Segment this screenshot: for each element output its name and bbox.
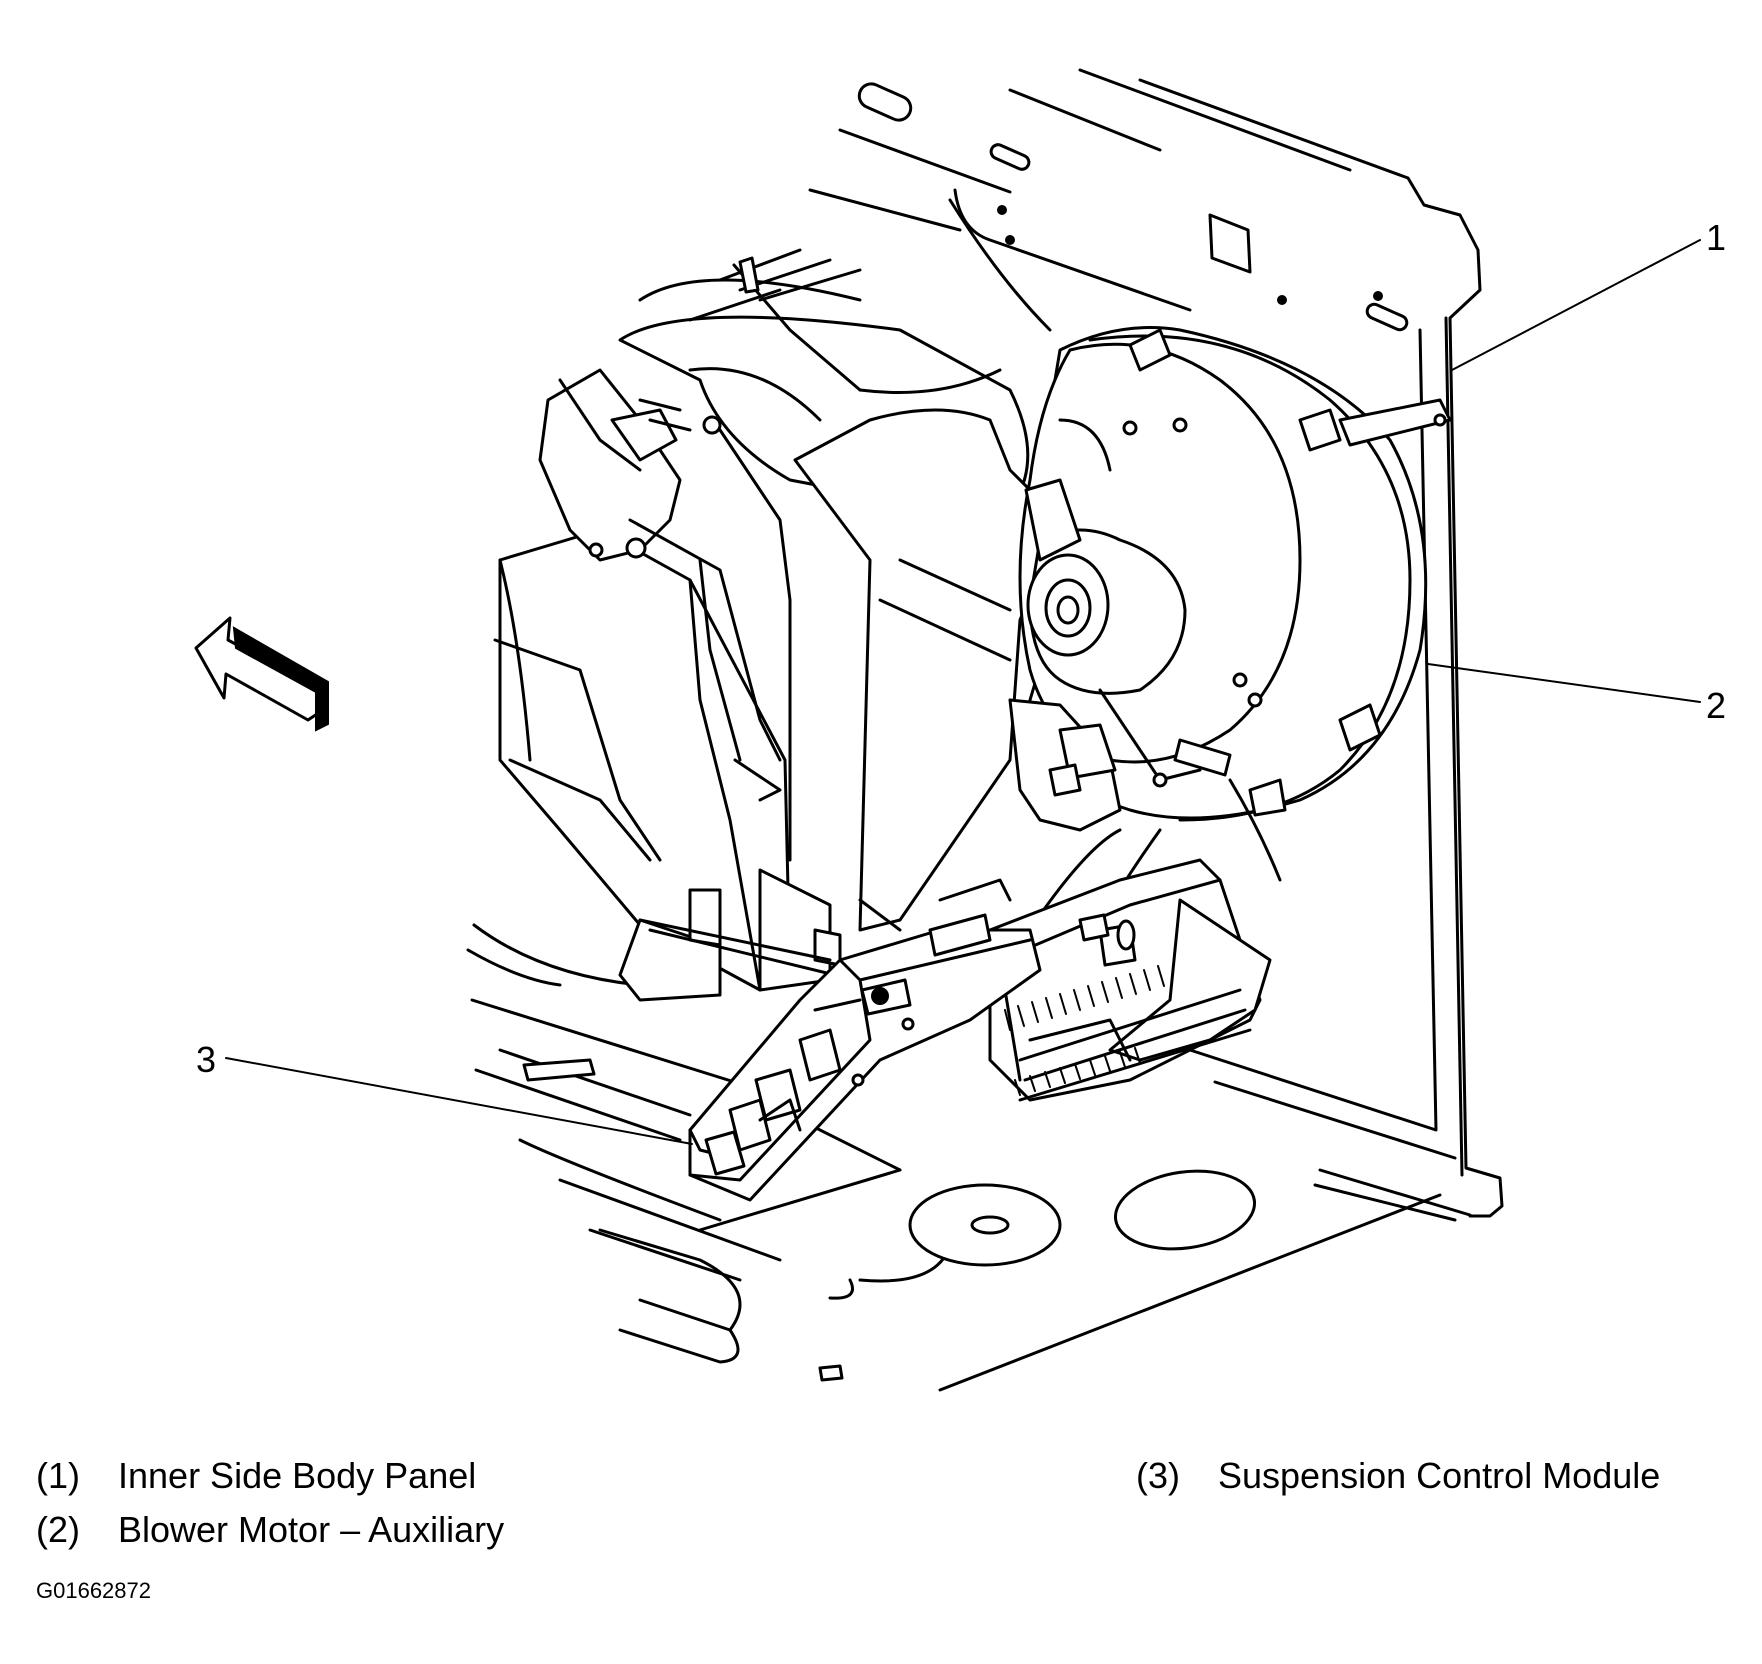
callout-labels: 1 2 3 [196, 217, 1726, 1080]
legend-item-3: (3) Suspension Control Module [1136, 1458, 1660, 1494]
legend-item-3-label: Suspension Control Module [1218, 1455, 1661, 1496]
leader-lines [226, 240, 1700, 1144]
callout-2: 2 [1706, 685, 1726, 726]
blower-motor-auxiliary [1010, 328, 1450, 961]
legend-item-2: (2) Blower Motor – Auxiliary [36, 1512, 504, 1548]
callout-1: 1 [1706, 217, 1726, 258]
component-location-illustration: 1 2 3 [0, 0, 1726, 1400]
callout-3: 3 [196, 1039, 216, 1080]
forward-direction-arrow-icon [196, 618, 328, 730]
leader-line-1 [1452, 240, 1700, 370]
legend-item-3-number: (3) [1136, 1455, 1180, 1496]
leader-line-2 [1428, 664, 1700, 702]
legend-item-1-label: Inner Side Body Panel [118, 1455, 477, 1496]
legend-item-1: (1) Inner Side Body Panel [36, 1458, 476, 1494]
hvac-module-housing [495, 250, 1060, 1000]
figure-id: G01662872 [36, 1578, 151, 1603]
leader-line-3 [226, 1058, 692, 1144]
legend-item-2-label: Blower Motor – Auxiliary [118, 1509, 505, 1550]
suspension-control-module [690, 860, 1270, 1200]
legend-item-2-number: (2) [36, 1509, 80, 1550]
legend-item-1-number: (1) [36, 1455, 80, 1496]
